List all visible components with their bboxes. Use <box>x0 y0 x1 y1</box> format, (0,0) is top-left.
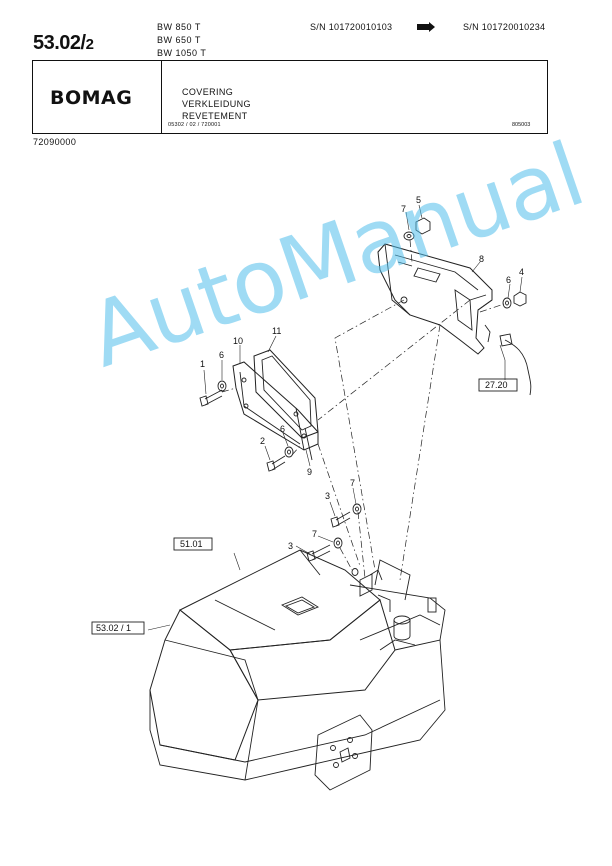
ref-51-01: 51.01 <box>180 539 203 549</box>
serial-from: S/N 101720010103 <box>310 22 393 32</box>
mounting-bracket <box>377 243 493 355</box>
callout-2: 2 <box>260 436 265 446</box>
callout-1: 1 <box>200 359 205 369</box>
callout-6: 6 <box>506 275 511 285</box>
ref-53-02-1: 53.02 / 1 <box>96 623 131 633</box>
model-item: BW 850 T <box>157 22 201 32</box>
callout-11: 11 <box>272 326 281 336</box>
callout-6: 6 <box>280 424 285 434</box>
part-number: 72090000 <box>33 137 77 147</box>
section-titles: COVERING VERKLEIDUNG REVETEMENT <box>182 86 251 122</box>
callout-7: 7 <box>401 204 406 214</box>
callout-8: 8 <box>479 254 484 264</box>
model-item: BW 650 T <box>157 35 201 45</box>
ref-code: 05302 / 02 / 720001 <box>168 122 221 128</box>
bomag-logo: BOMAG <box>50 87 133 109</box>
serial-to: S/N 101720010234 <box>463 22 546 32</box>
callout-leaders <box>147 204 523 631</box>
page-code: 53.02/2 <box>33 32 94 54</box>
ref-number: 805003 <box>512 122 531 128</box>
cable-end <box>499 333 513 347</box>
callout-9: 9 <box>307 467 312 477</box>
callout-3: 3 <box>288 541 293 551</box>
model-list: BW 850 T BW 650 T BW 1050 T <box>157 21 206 60</box>
plate-assembly <box>232 349 319 461</box>
assembly-lines <box>221 239 505 581</box>
callout-7: 7 <box>312 529 317 539</box>
title-fr: REVETEMENT <box>182 111 248 121</box>
callout-7: 7 <box>350 478 355 488</box>
ref-box-53-02-1 <box>91 621 145 635</box>
ref-27-20: 27.20 <box>485 380 508 390</box>
callout-6: 6 <box>219 350 224 360</box>
model-item: BW 1050 T <box>157 48 207 58</box>
header-divider <box>161 60 163 134</box>
ref-box-27-20 <box>478 378 518 392</box>
callout-4: 4 <box>519 267 524 277</box>
fasteners <box>199 217 527 581</box>
ref-box-51-01 <box>173 537 213 551</box>
title-de: VERKLEIDUNG <box>182 99 251 109</box>
callout-10: 10 <box>233 336 243 346</box>
title-en: COVERING <box>182 87 234 97</box>
cover-housing <box>149 549 446 791</box>
callout-3: 3 <box>325 491 330 501</box>
arrow-right-icon <box>417 22 435 32</box>
cable <box>504 339 532 396</box>
header-box <box>32 60 548 134</box>
callout-5: 5 <box>416 195 421 205</box>
